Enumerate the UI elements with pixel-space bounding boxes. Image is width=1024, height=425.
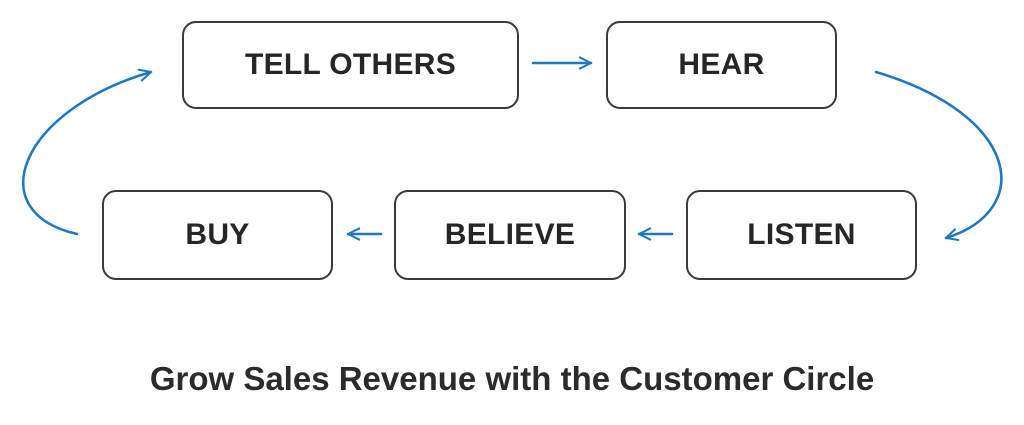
node-tell-others: TELL OTHERS	[182, 21, 519, 109]
node-buy: BUY	[102, 190, 333, 280]
node-hear: HEAR	[606, 21, 837, 109]
node-label-listen: LISTEN	[747, 218, 856, 251]
node-label-hear: HEAR	[678, 48, 765, 81]
arrow-hear-to-listen	[874, 70, 1003, 242]
node-label-believe: BELIEVE	[444, 218, 576, 251]
node-listen: LISTEN	[686, 190, 917, 280]
node-believe: BELIEVE	[394, 190, 626, 280]
arrow-buy-to-tell-others	[21, 68, 153, 236]
node-label-buy: BUY	[185, 218, 250, 251]
diagram-caption: Grow Sales Revenue with the Customer Cir…	[149, 360, 875, 397]
node-label-tell-others: TELL OTHERS	[244, 48, 457, 81]
